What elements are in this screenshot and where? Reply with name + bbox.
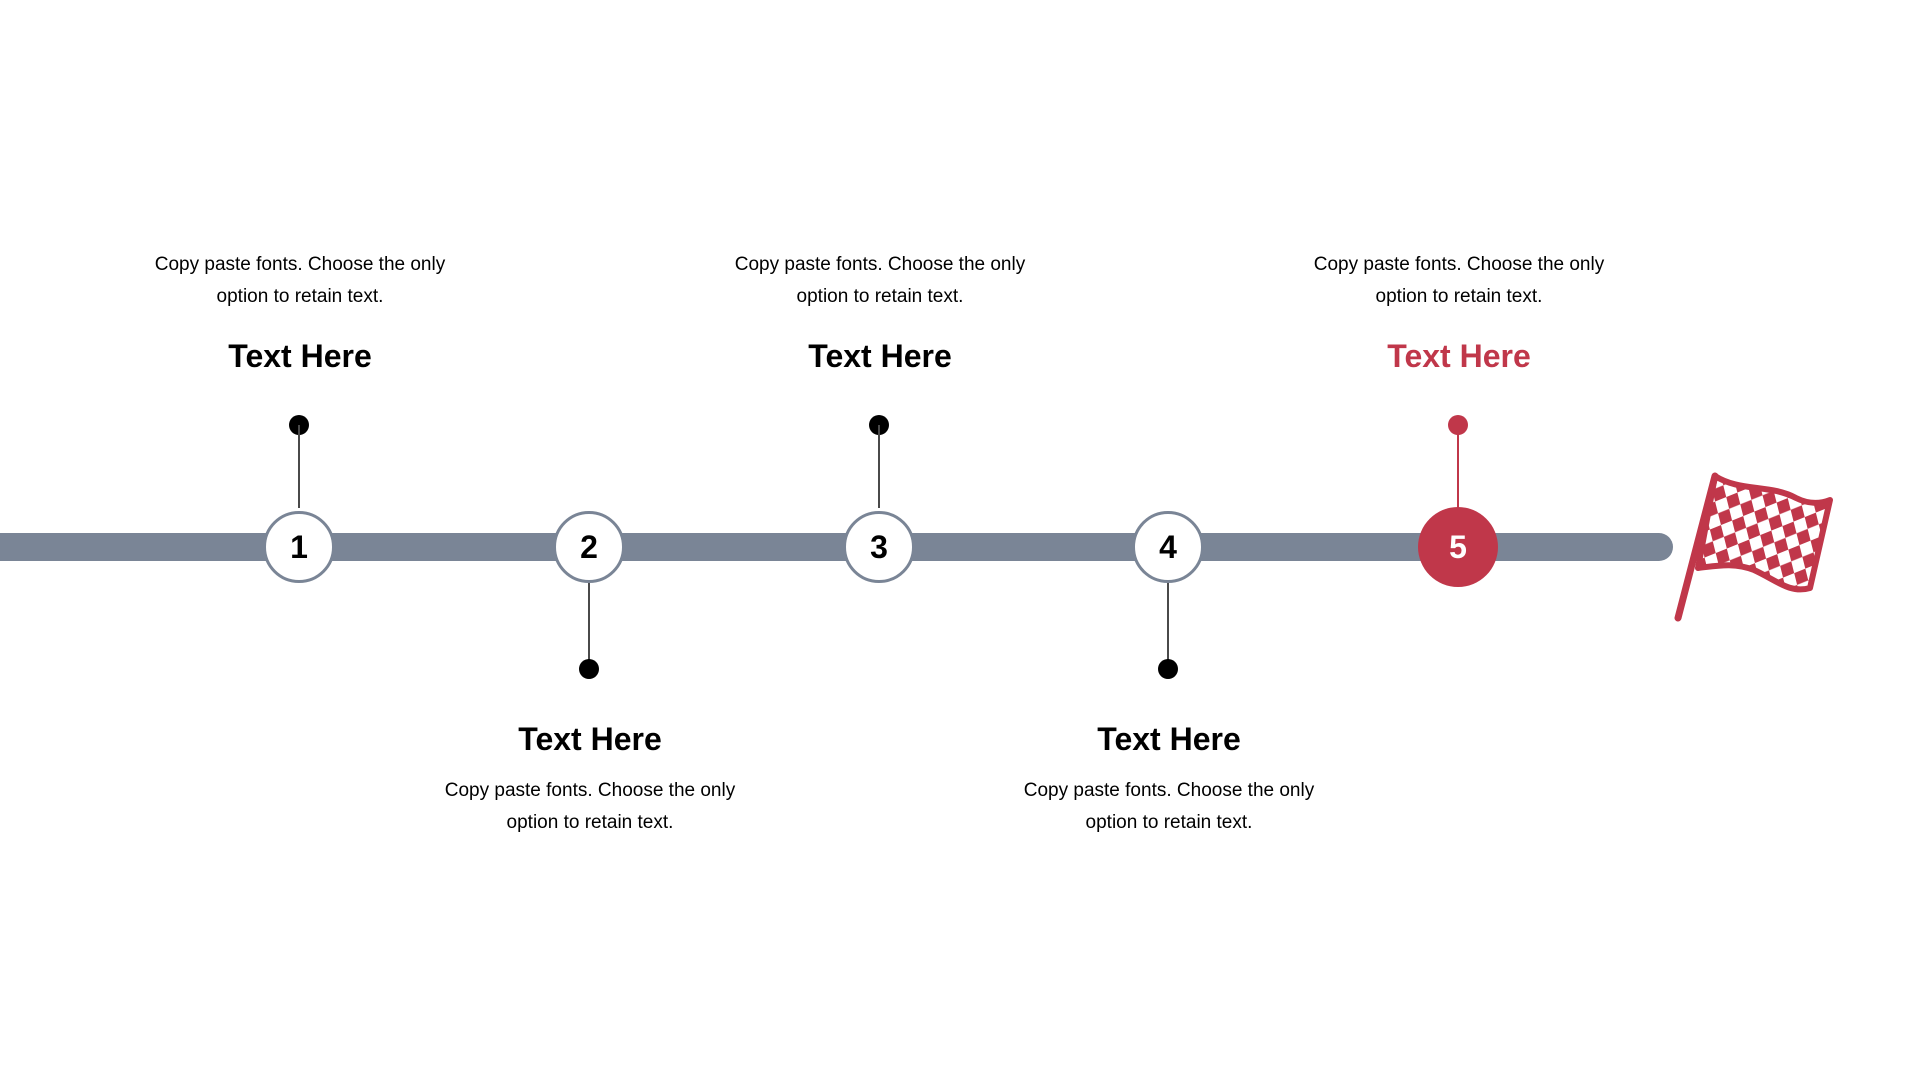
step-3-description: Copy paste fonts. Choose the only option… bbox=[700, 249, 1060, 313]
step-1-description-line2: option to retain text. bbox=[216, 286, 384, 307]
step-3-description-line1: Copy paste fonts. Choose the only bbox=[734, 254, 1026, 275]
step-2-title: Text Here bbox=[518, 721, 662, 757]
step-4-description-line2: option to retain text. bbox=[1085, 812, 1253, 833]
step-1-node: 1 bbox=[263, 511, 335, 583]
step-2-description-line2: option to retain text. bbox=[506, 812, 674, 833]
step-4-description: Copy paste fonts. Choose the only option… bbox=[989, 775, 1349, 839]
step-5-description-line2: option to retain text. bbox=[1375, 286, 1543, 307]
step-3-node: 3 bbox=[843, 511, 915, 583]
step-3-connector-line bbox=[878, 425, 880, 508]
step-1-connector-line bbox=[298, 425, 300, 508]
checkered-flag-icon bbox=[1674, 472, 1833, 622]
step-1-title: Text Here bbox=[228, 338, 372, 374]
step-2-node: 2 bbox=[553, 511, 625, 583]
step-3-title: Text Here bbox=[808, 338, 952, 374]
step-5-title: Text Here bbox=[1387, 338, 1531, 374]
step-3-description-line2: option to retain text. bbox=[796, 286, 964, 307]
step-1-description: Copy paste fonts. Choose the only option… bbox=[120, 249, 480, 313]
step-4-connector-line bbox=[1167, 583, 1169, 669]
step-5-description: Copy paste fonts. Choose the only option… bbox=[1279, 249, 1639, 313]
step-2-description: Copy paste fonts. Choose the only option… bbox=[410, 775, 770, 839]
step-2-connector-line bbox=[588, 583, 590, 669]
step-5-connector-line bbox=[1457, 425, 1459, 508]
step-4-connector-dot bbox=[1158, 659, 1178, 679]
step-4-node: 4 bbox=[1132, 511, 1204, 583]
step-2-description-line1: Copy paste fonts. Choose the only bbox=[444, 780, 736, 801]
step-5-node: 5 bbox=[1418, 507, 1498, 587]
step-4-description-line1: Copy paste fonts. Choose the only bbox=[1023, 780, 1315, 801]
step-2-connector-dot bbox=[579, 659, 599, 679]
step-4-title: Text Here bbox=[1097, 721, 1241, 757]
step-1-description-line1: Copy paste fonts. Choose the only bbox=[154, 254, 446, 275]
step-5-description-line1: Copy paste fonts. Choose the only bbox=[1313, 254, 1605, 275]
